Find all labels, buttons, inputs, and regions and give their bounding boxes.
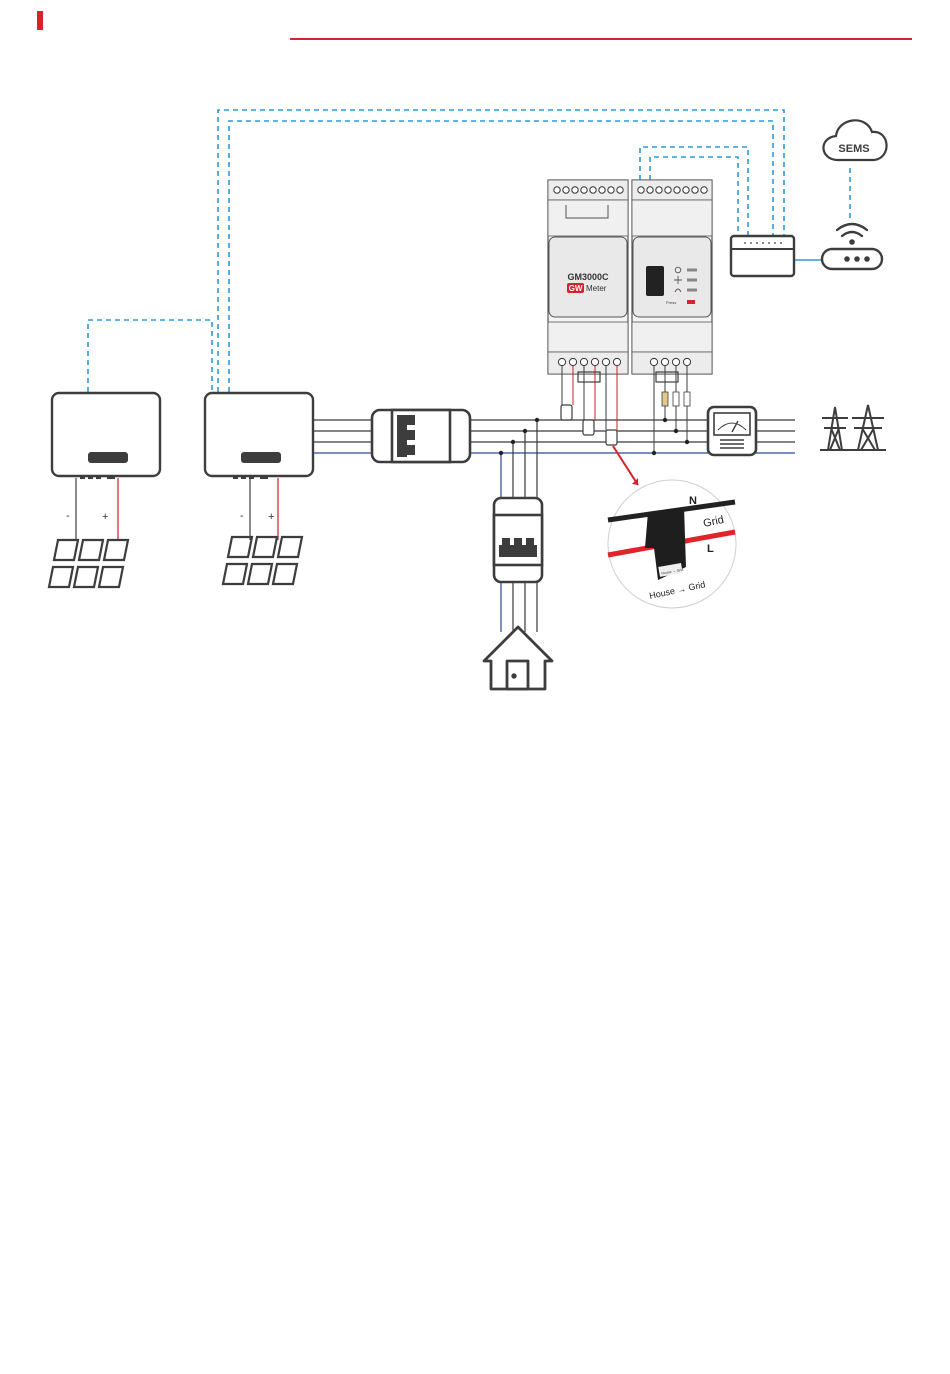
inverter-2-minus: -	[240, 510, 244, 522]
communication-module-icon	[731, 236, 794, 276]
inverter-1-minus: -	[66, 510, 70, 522]
callout-neutral-label: N	[689, 495, 697, 507]
cloud-label: SEMS	[838, 143, 869, 155]
meter-button-label: Press	[666, 300, 676, 305]
solar-panel-icon	[49, 540, 128, 587]
inverter-2-plus: +	[268, 511, 274, 523]
inverter-1-plus: +	[102, 511, 108, 523]
callout-arrow	[613, 446, 638, 485]
fuses	[662, 392, 690, 406]
power-tower-icon	[820, 405, 886, 450]
meter-brand-badge: GW	[569, 284, 583, 293]
inverter-2	[205, 393, 313, 540]
utility-meter-icon	[708, 407, 756, 455]
meter-model-label: GM3000C	[567, 272, 609, 282]
solar-panel-icon	[223, 537, 302, 584]
ct-clamps	[561, 405, 617, 445]
callout-live-label: L	[707, 543, 714, 555]
circuit-breaker-icon	[372, 410, 470, 462]
wifi-router-icon	[822, 224, 882, 269]
load-breaker-icon	[494, 498, 542, 582]
ct-leads	[562, 366, 687, 453]
meter-brand-suffix: Meter	[586, 284, 607, 293]
house-icon	[484, 627, 552, 689]
